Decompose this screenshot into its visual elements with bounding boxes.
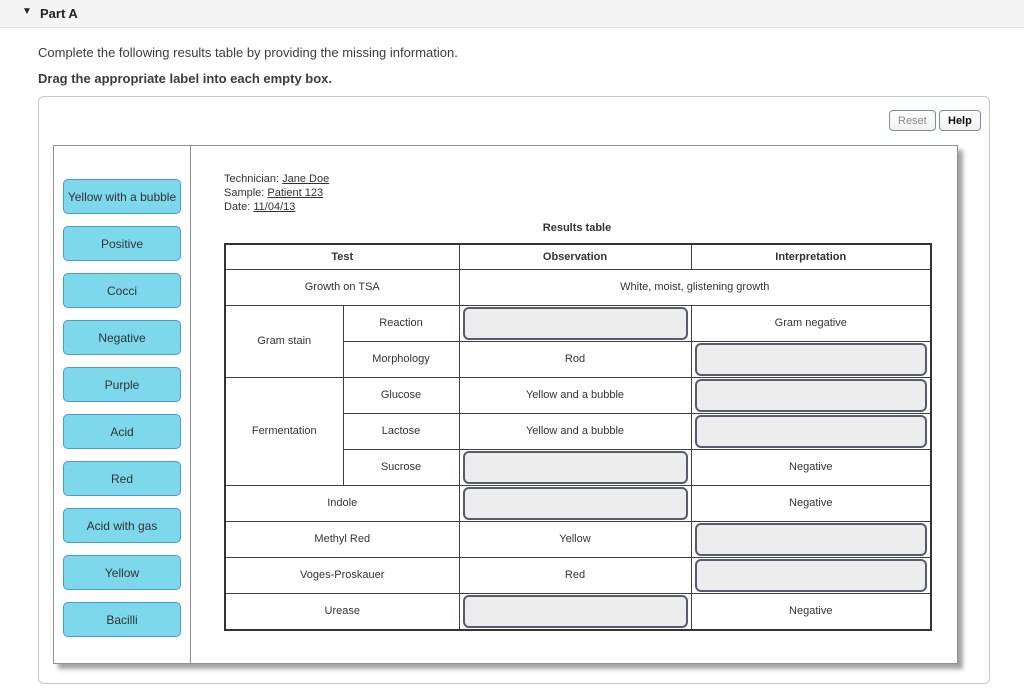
test-indole: Indole bbox=[224, 484, 460, 522]
column-header-observation: Observation bbox=[458, 243, 692, 270]
drop-target-methyl-red-interpretation[interactable] bbox=[694, 522, 927, 556]
subtest-morphology: Morphology bbox=[342, 340, 460, 378]
drop-target-gram-reaction-observation[interactable] bbox=[462, 306, 688, 340]
observation-methyl-red: Yellow bbox=[458, 520, 692, 558]
results-table: Test Observation Interpretation Growth o… bbox=[224, 243, 932, 631]
drop-target-glucose-interpretation[interactable] bbox=[694, 378, 927, 412]
drop-target-urease-observation[interactable] bbox=[462, 594, 688, 628]
test-fermentation: Fermentation bbox=[224, 376, 344, 486]
drop-target-lactose-interpretation[interactable] bbox=[694, 414, 927, 448]
observation-growth-on-tsa: White, moist, glistening growth bbox=[458, 268, 932, 306]
technician-line: Technician: Jane Doe bbox=[224, 173, 330, 185]
results-table-title: Results table bbox=[542, 222, 612, 234]
subtest-lactose: Lactose bbox=[342, 412, 460, 450]
test-methyl-red: Methyl Red bbox=[224, 520, 460, 558]
worksheet-area: Technician: Jane Doe Sample: Patient 123… bbox=[191, 146, 957, 663]
drag-label-red[interactable]: Red bbox=[63, 461, 181, 496]
subtest-sucrose: Sucrose bbox=[342, 448, 460, 486]
interpretation-gram-reaction: Gram negative bbox=[690, 304, 932, 342]
drag-label-bacilli[interactable]: Bacilli bbox=[63, 602, 181, 637]
drag-label-purple[interactable]: Purple bbox=[63, 367, 181, 402]
observation-lactose: Yellow and a bubble bbox=[458, 412, 692, 450]
help-button[interactable]: Help bbox=[939, 110, 981, 131]
drag-label-acid[interactable]: Acid bbox=[63, 414, 181, 449]
test-voges-proskauer: Voges-Proskauer bbox=[224, 556, 460, 594]
drop-target-gram-morphology-interpretation[interactable] bbox=[694, 342, 927, 376]
subtest-reaction: Reaction bbox=[342, 304, 460, 342]
drop-target-sucrose-observation[interactable] bbox=[462, 450, 688, 484]
observation-glucose: Yellow and a bubble bbox=[458, 376, 692, 414]
observation-voges-proskauer: Red bbox=[458, 556, 692, 594]
column-header-test: Test bbox=[224, 243, 460, 270]
drop-target-voges-proskauer-interpretation[interactable] bbox=[694, 558, 927, 592]
drag-label-positive[interactable]: Positive bbox=[63, 226, 181, 261]
subtest-glucose: Glucose bbox=[342, 376, 460, 414]
observation-gram-morphology: Rod bbox=[458, 340, 692, 378]
part-header: ▼ Part A bbox=[0, 0, 1024, 28]
drag-instruction-text: Drag the appropriate label into each emp… bbox=[38, 71, 333, 86]
drag-label-cocci[interactable]: Cocci bbox=[63, 273, 181, 308]
activity-container: Reset Help Yellow with a bubble Positive… bbox=[38, 96, 990, 684]
interpretation-urease: Negative bbox=[690, 592, 932, 630]
instruction-text: Complete the following results table by … bbox=[38, 45, 458, 60]
date-line: Date: 11/04/13 bbox=[224, 201, 296, 213]
test-growth-on-tsa: Growth on TSA bbox=[224, 268, 460, 306]
drag-label-negative[interactable]: Negative bbox=[63, 320, 181, 355]
sample-line: Sample: Patient 123 bbox=[224, 187, 324, 199]
test-urease: Urease bbox=[224, 592, 460, 630]
drag-label-bank: Yellow with a bubble Positive Cocci Nega… bbox=[54, 146, 191, 663]
test-gram-stain: Gram stain bbox=[224, 304, 344, 378]
drag-label-yellow-with-a-bubble[interactable]: Yellow with a bubble bbox=[63, 179, 181, 214]
drag-label-acid-with-gas[interactable]: Acid with gas bbox=[63, 508, 181, 543]
technician-info: Technician: Jane Doe Sample: Patient 123… bbox=[224, 172, 329, 214]
collapse-arrow-icon[interactable]: ▼ bbox=[22, 6, 32, 17]
reset-button[interactable]: Reset bbox=[889, 110, 936, 131]
drag-label-yellow[interactable]: Yellow bbox=[63, 555, 181, 590]
part-title: Part A bbox=[40, 6, 78, 21]
interpretation-sucrose: Negative bbox=[690, 448, 932, 486]
worksheet-panel: Yellow with a bubble Positive Cocci Nega… bbox=[53, 145, 958, 664]
column-header-interpretation: Interpretation bbox=[690, 243, 932, 270]
interpretation-indole: Negative bbox=[690, 484, 932, 522]
drop-target-indole-observation[interactable] bbox=[462, 486, 688, 520]
